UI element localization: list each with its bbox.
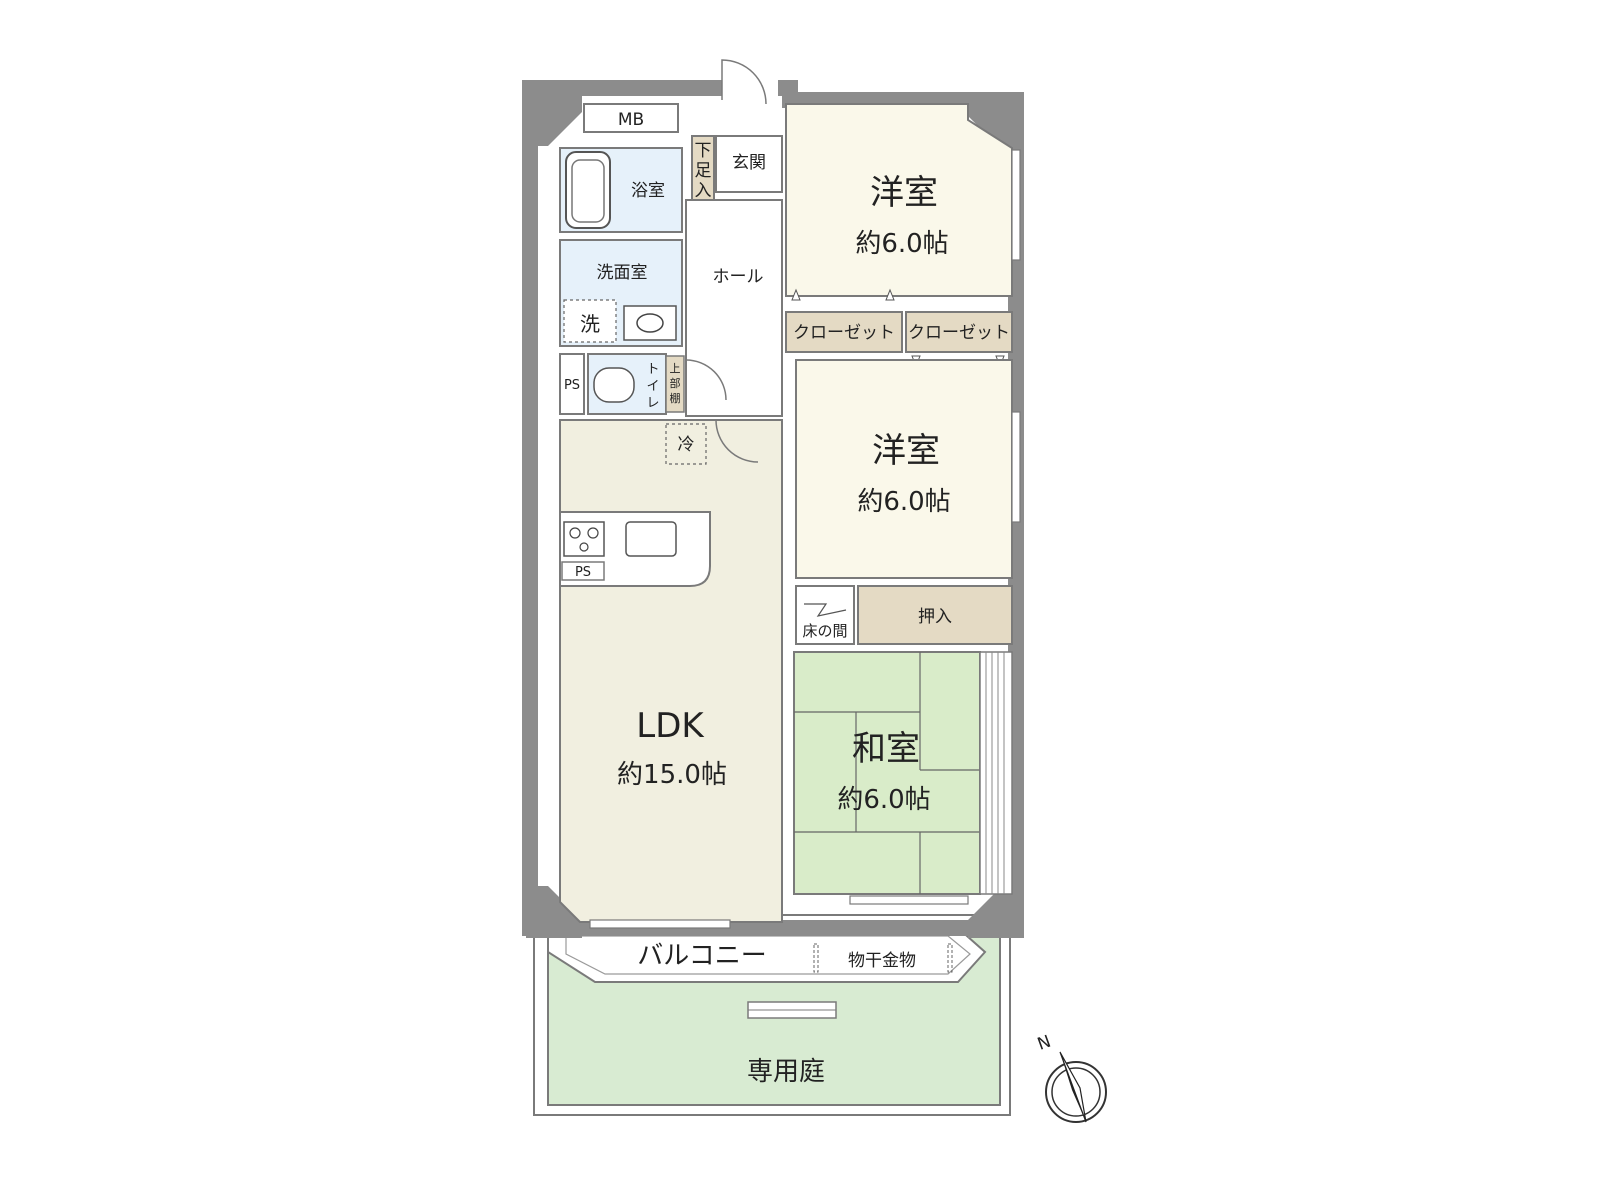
oshiire bbox=[857, 585, 1013, 645]
washitsu-size: 約6.0帖 bbox=[837, 785, 930, 815]
hall bbox=[685, 199, 783, 417]
washroom-label: 洗面室 bbox=[597, 263, 648, 283]
genkan bbox=[715, 135, 783, 193]
garden-label: 専用庭 bbox=[747, 1057, 825, 1087]
upper-shelf bbox=[665, 355, 685, 413]
western-2-window bbox=[1011, 411, 1021, 523]
sink-icon bbox=[623, 305, 677, 341]
mb-box bbox=[583, 103, 679, 133]
western-1-size: 約6.0帖 bbox=[855, 229, 948, 259]
laundry-hanger-left-icon bbox=[813, 943, 819, 973]
sink-basin-icon bbox=[636, 313, 664, 333]
shoe-label-3: 入 bbox=[695, 181, 712, 201]
compass-needle-light-icon bbox=[1059, 1051, 1087, 1123]
oshiire-label: 押入 bbox=[918, 607, 952, 627]
stove-icon bbox=[563, 521, 605, 557]
ps-kitchen bbox=[561, 561, 605, 581]
laundry-hanger-label: 物干金物 bbox=[848, 951, 916, 971]
western-1-window bbox=[1011, 149, 1021, 261]
pillar-top-right bbox=[968, 96, 1024, 150]
western-room-1 bbox=[785, 103, 1013, 297]
ldk-window bbox=[589, 919, 731, 929]
ps-kitchen-label: PS bbox=[575, 565, 591, 580]
compass-north-label: N bbox=[1035, 1032, 1054, 1055]
upper-shelf-label-2: 部 bbox=[670, 376, 681, 390]
closet-2-label: クローゼット bbox=[908, 323, 1010, 343]
western-2-name: 洋室 bbox=[872, 431, 940, 471]
washitsu-name: 和室 bbox=[852, 729, 920, 769]
closet-1-door-marker-1 bbox=[791, 288, 801, 301]
shoe-label-1: 下 bbox=[695, 141, 712, 161]
bath-label: 浴室 bbox=[631, 181, 665, 201]
compass-inner-ring bbox=[1051, 1067, 1101, 1117]
upper-shelf-label-3: 棚 bbox=[670, 391, 681, 405]
ldk-door-swing bbox=[715, 419, 759, 463]
stove-burner-1-icon bbox=[569, 527, 581, 539]
shoe-label-2: 足 bbox=[695, 161, 712, 181]
entry-door-gap bbox=[722, 78, 778, 108]
ldk-room bbox=[559, 419, 783, 923]
toilet-label-3: レ bbox=[646, 396, 659, 411]
ldk-size: 約15.0帖 bbox=[617, 760, 727, 790]
western-1-name: 洋室 bbox=[870, 173, 938, 213]
genkan-label: 玄関 bbox=[732, 153, 766, 173]
tokonoma-label: 床の間 bbox=[802, 622, 847, 640]
ldk-name: LDK bbox=[636, 706, 705, 746]
tokonoma-mark bbox=[804, 603, 847, 617]
compass: N bbox=[1035, 1032, 1107, 1123]
shoji-strip bbox=[979, 651, 1013, 895]
bathtub-icon bbox=[565, 151, 611, 229]
ps-top-label: PS bbox=[564, 378, 580, 393]
kitchen-sink-icon bbox=[625, 521, 677, 557]
entry-door-swing bbox=[721, 59, 767, 105]
western-room-2 bbox=[795, 359, 1013, 579]
washitsu-window bbox=[849, 895, 969, 905]
pillar-bottom-right bbox=[968, 886, 1024, 938]
mb-label: MB bbox=[618, 110, 644, 130]
upper-shelf-label-1: 上 bbox=[670, 362, 681, 375]
toilet-label-2: イ bbox=[646, 379, 659, 394]
washer-label: 洗 bbox=[580, 312, 600, 336]
pillar-top-left bbox=[526, 88, 582, 146]
washitsu bbox=[793, 651, 981, 895]
hall-label: ホール bbox=[713, 267, 764, 287]
bathtub-inner bbox=[571, 159, 605, 223]
stove-burner-2-icon bbox=[587, 527, 599, 539]
closet-1 bbox=[785, 311, 903, 353]
ps-top bbox=[559, 353, 585, 415]
laundry-hanger-right-icon bbox=[947, 943, 953, 973]
western-2-size: 約6.0帖 bbox=[857, 487, 950, 517]
fridge-label: 冷 bbox=[678, 435, 695, 455]
closet-1-door-marker-2 bbox=[885, 288, 895, 301]
closet-2 bbox=[905, 311, 1013, 353]
washer-space bbox=[563, 299, 617, 343]
toilet-label-1: ト bbox=[646, 362, 659, 377]
hall-door-swing-2 bbox=[685, 359, 727, 401]
fridge-space bbox=[665, 423, 707, 465]
closet-1-label: クローゼット bbox=[793, 323, 895, 343]
pillar-bottom-left bbox=[526, 886, 582, 938]
stove-burner-3-icon bbox=[579, 542, 589, 552]
toilet-icon bbox=[593, 367, 635, 403]
balcony-label: バルコニー bbox=[637, 941, 766, 971]
